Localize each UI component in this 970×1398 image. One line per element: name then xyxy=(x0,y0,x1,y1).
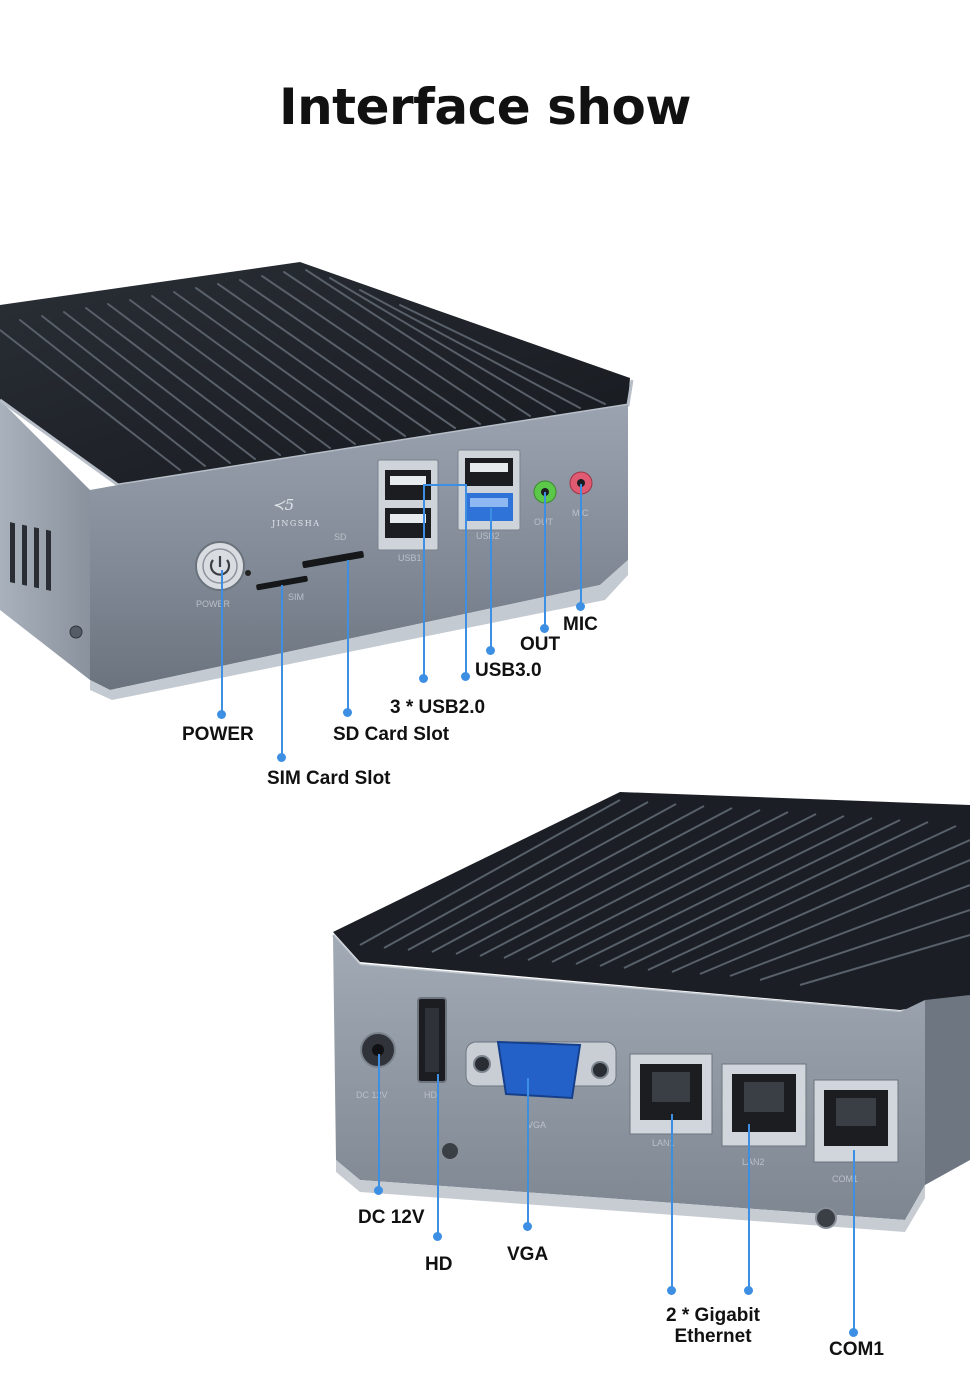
brand-logo-mark: ≺5 xyxy=(272,496,294,514)
leader-dot-sd xyxy=(343,708,352,717)
vga-port xyxy=(496,1040,582,1100)
leader-dot-usb2-b xyxy=(461,672,470,681)
sd-slot xyxy=(302,550,364,569)
callout-gigabit-ethernet-line1: 2 * Gigabit xyxy=(666,1305,760,1326)
engraving-usb2: USB2 xyxy=(476,531,500,541)
rear-panel xyxy=(333,935,925,1220)
leader-power xyxy=(221,570,223,714)
callout-sd-card-slot: SD Card Slot xyxy=(333,724,450,745)
leader-dot-com1 xyxy=(849,1328,858,1337)
engraving-com1: COM1 xyxy=(832,1174,858,1184)
leader-mic xyxy=(580,484,582,606)
callout-mic: MIC xyxy=(563,614,598,635)
page-title: Interface show xyxy=(278,78,692,136)
power-led xyxy=(245,570,251,576)
heatsink-fins xyxy=(0,269,606,471)
side-vents xyxy=(10,522,51,591)
engraving-usb1: USB1 xyxy=(398,553,422,563)
leader-hd xyxy=(437,1074,439,1236)
chassis-side xyxy=(0,400,90,680)
leader-dot-sim xyxy=(277,753,286,762)
callout-vga: VGA xyxy=(507,1244,549,1265)
leader-usb2-a xyxy=(423,484,425,678)
leader-dot-mic xyxy=(576,602,585,611)
callout-sim-card-slot: SIM Card Slot xyxy=(267,768,391,789)
engraving-hd: HD xyxy=(424,1090,437,1100)
callout-usb2: 3 * USB2.0 xyxy=(390,697,486,718)
leader-usb2-b xyxy=(465,484,467,676)
heatsink-fins xyxy=(359,799,970,986)
leader-dot-vga xyxy=(523,1222,532,1231)
callout-out: OUT xyxy=(520,634,561,655)
leader-sim xyxy=(281,585,283,757)
heatsink-top xyxy=(333,792,970,1010)
leader-vga xyxy=(527,1078,529,1226)
leader-dot-hd xyxy=(433,1232,442,1241)
callout-dc-12v: DC 12V xyxy=(358,1207,425,1228)
leader-dot-usb3 xyxy=(486,646,495,655)
engraving-out: OUT xyxy=(534,517,554,527)
leader-dot-usb2 xyxy=(419,674,428,683)
screw xyxy=(69,625,83,639)
engraving-dc: DC 12V xyxy=(356,1090,388,1100)
leader-usb2-bridge xyxy=(423,484,467,486)
engraving-sim: SIM xyxy=(288,592,304,602)
sim-slot xyxy=(256,575,308,591)
callout-com1: COM1 xyxy=(829,1339,884,1360)
leader-lan1 xyxy=(671,1114,673,1290)
mini-pc-front-view: POWER ≺5 JINGSHA SIM SD USB1 USB2 OUT MI… xyxy=(0,262,634,700)
screw-hole xyxy=(440,1141,460,1161)
leader-lan2 xyxy=(748,1124,750,1290)
callout-power: POWER xyxy=(182,724,254,745)
engraving-vga: VGA xyxy=(527,1120,546,1130)
leader-out xyxy=(544,492,546,628)
callout-gigabit-ethernet-line2: Ethernet xyxy=(674,1326,752,1347)
leader-sd xyxy=(347,560,349,712)
engraving-sd: SD xyxy=(334,532,347,542)
callout-hd: HD xyxy=(425,1254,453,1275)
engraving-lan1: LAN1 xyxy=(652,1138,675,1148)
leader-dot-dc xyxy=(374,1186,383,1195)
brand-logo-text: JINGSHA xyxy=(271,519,321,528)
screw-hole xyxy=(815,1207,837,1229)
leader-com1 xyxy=(853,1150,855,1332)
engraving-lan2: LAN2 xyxy=(742,1157,765,1167)
callout-usb3: USB3.0 xyxy=(475,660,542,681)
engraving-power: POWER xyxy=(196,599,231,609)
leader-dot-power xyxy=(217,710,226,719)
leader-dc xyxy=(378,1054,380,1190)
leader-dot-lan1 xyxy=(667,1286,676,1295)
leader-dot-out xyxy=(540,624,549,633)
leader-dot-lan2 xyxy=(744,1286,753,1295)
leader-usb3 xyxy=(490,508,492,650)
callout-gigabit-ethernet: 2 * Gigabit Ethernet xyxy=(655,1305,771,1347)
